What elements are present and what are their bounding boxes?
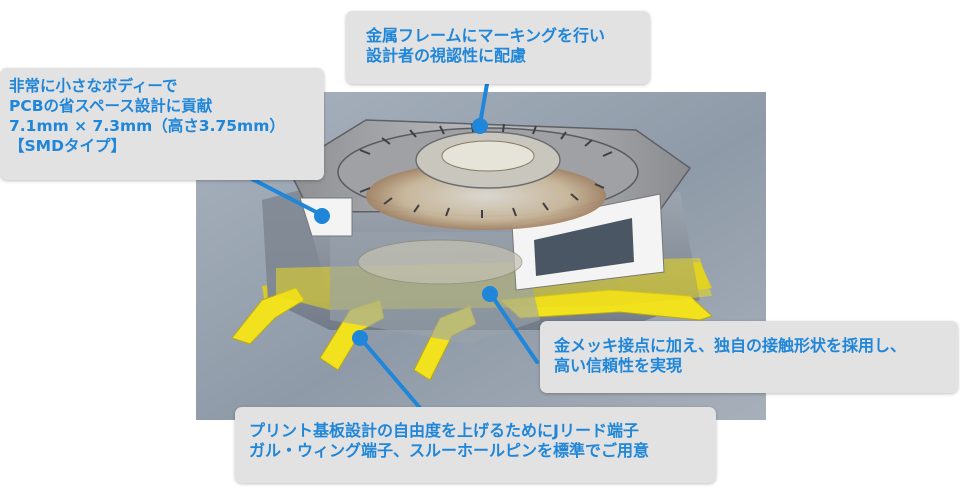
callout-terminal-types: プリント基板設計の自由度を上げるためにJリード端子 ガル・ウィング端子、スルーホ… [235, 407, 716, 483]
callout-text-line: 非常に小さなボディーで [9, 77, 178, 95]
leader-contact [490, 294, 539, 364]
leader-size-dot [314, 208, 330, 224]
callout-text-line: 金メッキ接点に加え、独自の接触形状を採用し、 [554, 336, 907, 355]
callout-text-line: 設計者の視認性に配慮 [366, 46, 527, 65]
contact-plate [357, 239, 523, 285]
leader-marking-dot [472, 118, 488, 134]
leader-contact-dot [482, 286, 498, 302]
callout-frame-marking: 金属フレームにマーキングを行い 設計者の視認性に配慮 [346, 11, 650, 84]
callout-text-line: ガル・ウィング端子、スルーホールピンを標準でご用意 [249, 441, 650, 460]
rotor-knob-slot [441, 140, 535, 172]
leader-size [248, 176, 322, 216]
callout-text-line: 高い信頼性を実現 [554, 356, 683, 375]
frame-leg-window [534, 218, 634, 276]
callout-text-line: プリント基板設計の自由度を上げるためにJリード端子 [249, 421, 639, 440]
leader-lines [248, 82, 539, 410]
leader-terminal-dot [352, 330, 368, 346]
callout-text-line: 7.1mm × 7.3mm（高さ3.75mm） [9, 117, 285, 135]
callout-text-line: PCBの省スペース設計に貢献 [9, 97, 213, 115]
callout-text-line: 【SMDタイプ】 [9, 137, 126, 155]
callout-compact-size: 非常に小さなボディーで PCBの省スペース設計に貢献 7.1mm × 7.3mm… [0, 68, 324, 180]
rotor-contact-ring [366, 162, 606, 230]
leader-terminal [360, 338, 422, 410]
callout-text-line: 金属フレームにマーキングを行い [366, 26, 606, 45]
leader-marking [478, 82, 489, 126]
callout-gold-contact: 金メッキ接点に加え、独自の接触形状を採用し、 高い信頼性を実現 [540, 321, 958, 393]
